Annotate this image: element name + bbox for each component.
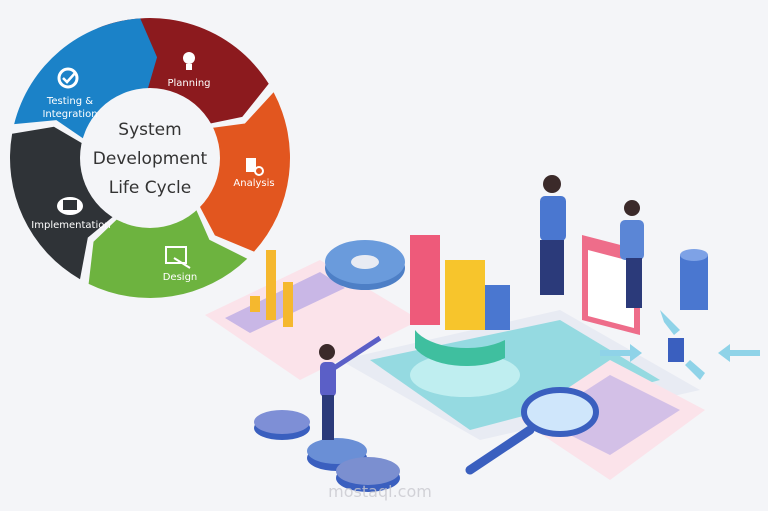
bar-chart-bar	[283, 282, 293, 327]
bar-chart-bar	[266, 250, 276, 320]
database-search-icon	[246, 158, 264, 176]
stage-design: Design	[163, 246, 198, 283]
analytics-illustration	[205, 175, 760, 492]
cycle-segment	[196, 92, 291, 252]
calculator-icon	[582, 235, 640, 335]
arrows	[600, 310, 760, 380]
bar-chart-bar	[250, 296, 260, 312]
data-cube	[668, 338, 684, 362]
disc	[254, 410, 310, 440]
person-woman-left	[319, 335, 382, 440]
stage-analysis: Analysis	[233, 158, 275, 189]
watermark: mostaql.com	[328, 482, 432, 501]
stage-planning: Planning	[167, 52, 211, 89]
stage-label: Planning	[167, 78, 210, 89]
person-man	[540, 175, 566, 295]
design-brush-icon	[165, 246, 191, 269]
person-woman-right	[620, 200, 644, 308]
cycle-segment	[88, 202, 248, 299]
screen-glow	[410, 353, 520, 397]
stage-label: Design	[163, 272, 198, 283]
center-title-line-1: System	[118, 120, 181, 140]
gear-icon	[325, 240, 405, 290]
center-title-line-3: Life Cycle	[109, 178, 192, 198]
document-left	[205, 260, 420, 380]
stage-implementation: Implementation	[31, 197, 111, 231]
disc	[336, 457, 400, 492]
cylinder-top	[680, 249, 708, 261]
chart-column	[445, 260, 485, 330]
stage-testing-integration: Testing & Integration	[42, 67, 98, 120]
sdlc-cycle	[9, 17, 291, 299]
lightbulb-icon	[183, 52, 195, 70]
center-title-line-2: Development	[93, 149, 208, 169]
cycle-segment	[14, 18, 158, 144]
gear-check-icon	[57, 67, 79, 89]
stage-label: Testing &	[46, 96, 93, 107]
stage-label: Implementation	[31, 220, 110, 231]
stage-label: Analysis	[233, 178, 274, 189]
stage-label-2: Integration	[42, 109, 97, 120]
chart-column	[410, 235, 440, 325]
cylinder	[680, 255, 708, 310]
chart-column	[485, 285, 510, 330]
donut-chart	[415, 330, 505, 367]
magnifier-icon	[465, 387, 599, 475]
cloud-monitor-icon	[57, 197, 83, 215]
cycle-center	[80, 88, 220, 228]
